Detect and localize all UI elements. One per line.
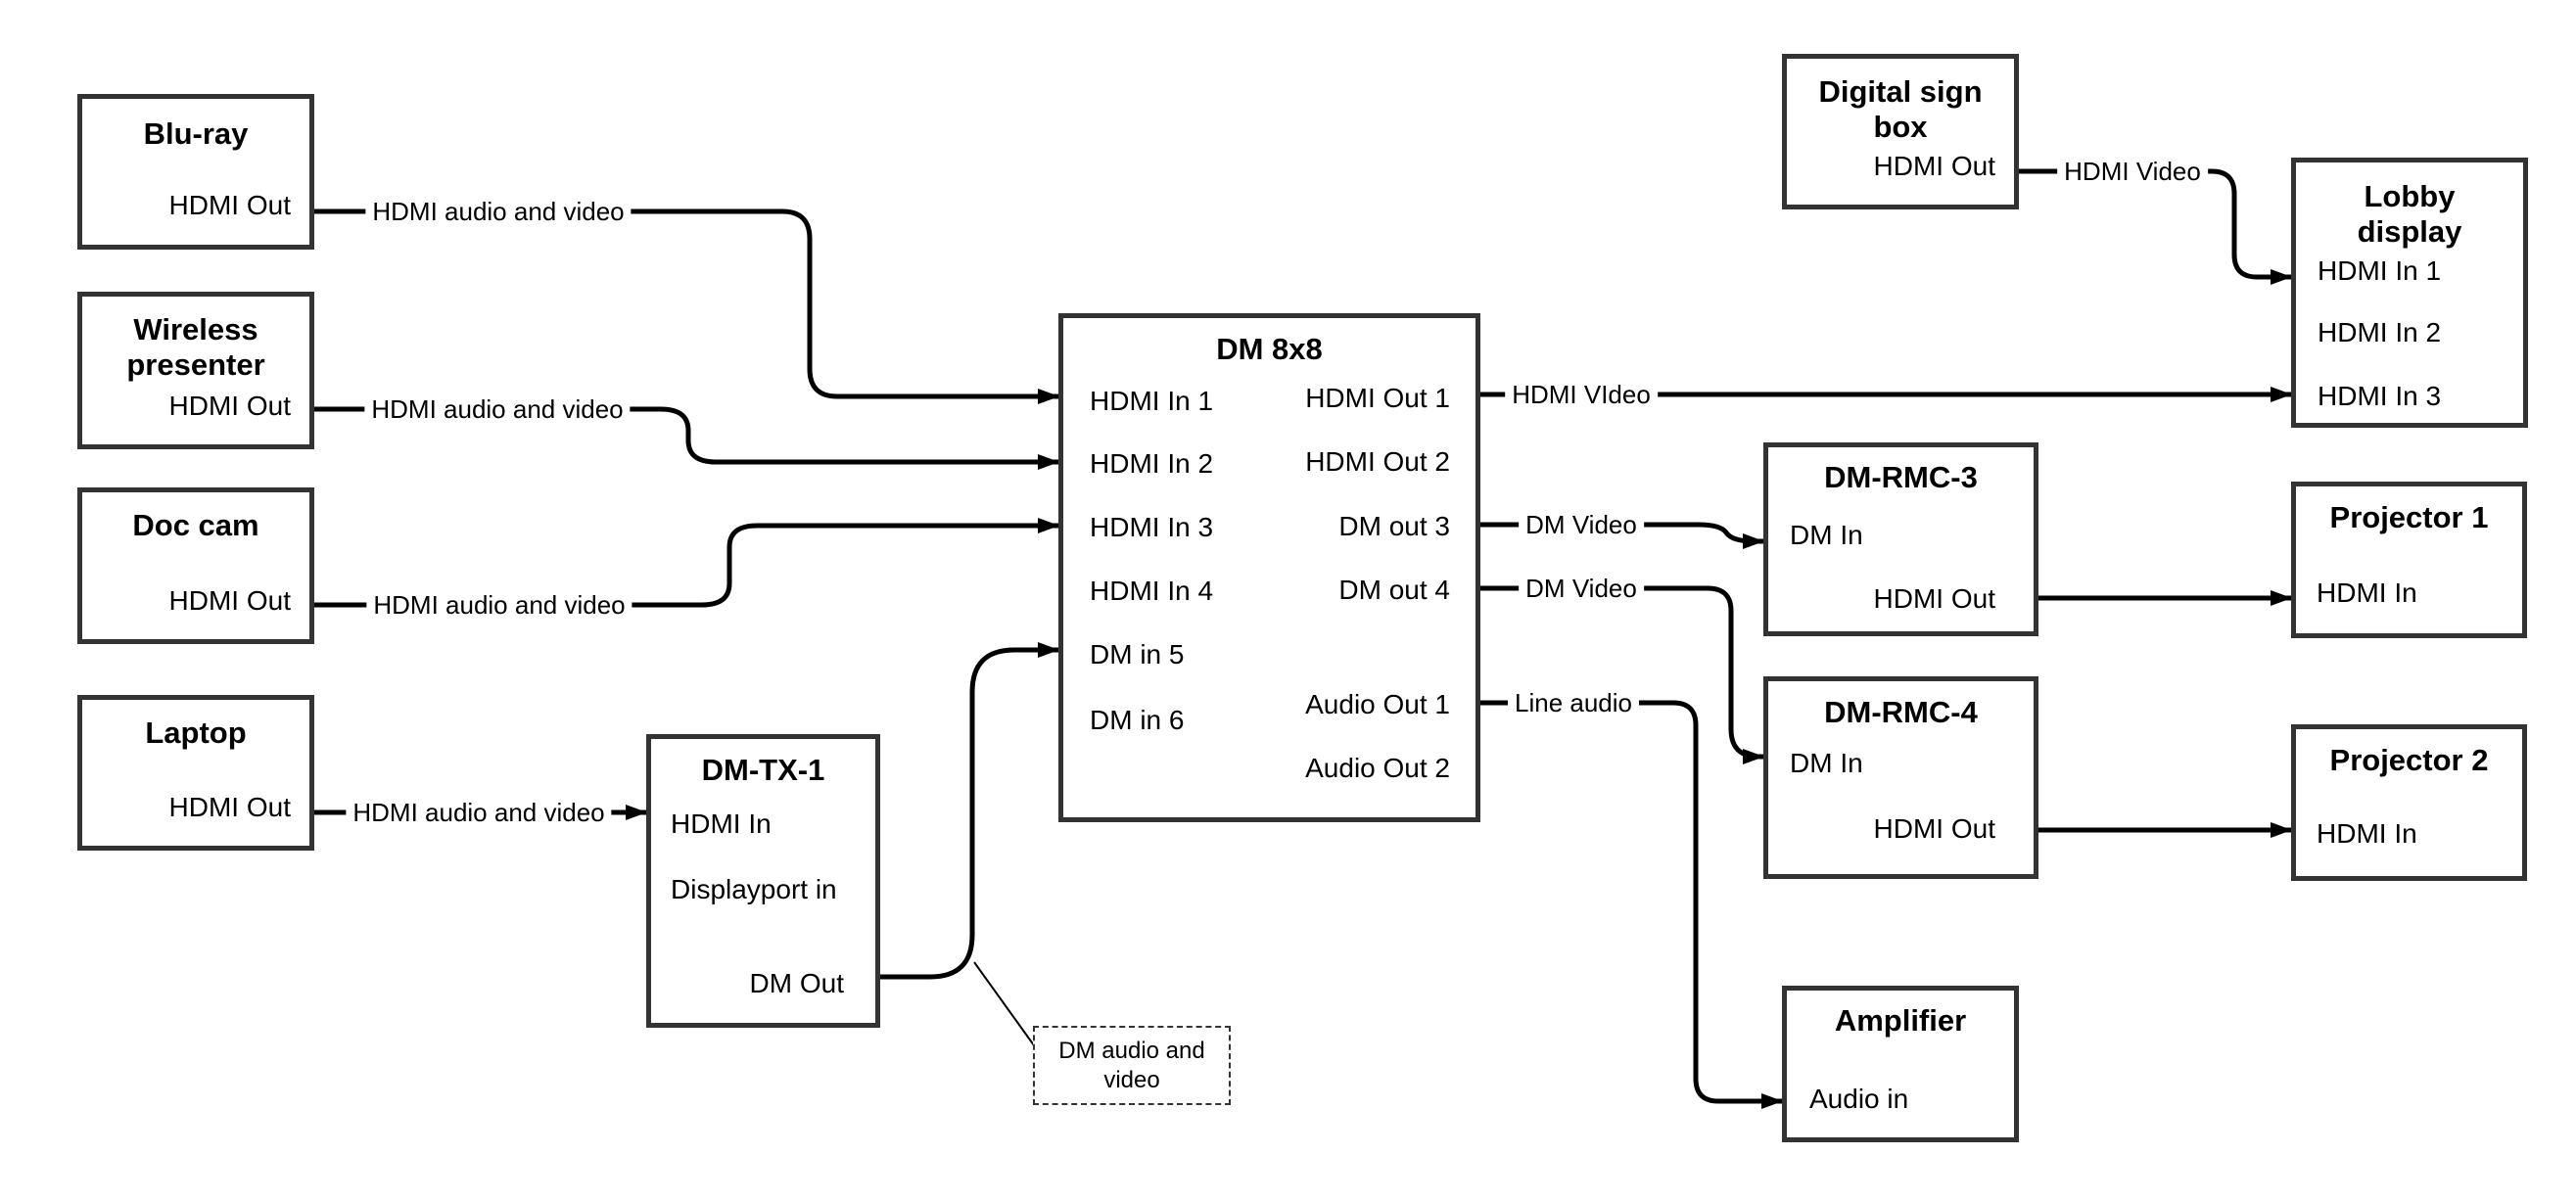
node-bluray-title: Blu-ray <box>143 116 249 151</box>
wire-label-laptop: HDMI audio and video <box>346 800 612 825</box>
port-lobby-hdmi-in-1: HDMI In 1 <box>2318 255 2442 286</box>
node-rmc4: DM-RMC-4 DM In HDMI Out <box>1763 676 2038 879</box>
port-lobby-hdmi-in-2: HDMI In 2 <box>2318 317 2442 347</box>
node-rmc3-title: DM-RMC-3 <box>1824 460 1978 494</box>
port-rmc3-hdmi-out: HDMI Out <box>1873 583 1995 614</box>
wire-wireless-to-dm8x8-hdmi-in-2 <box>314 406 1059 470</box>
port-dmtx1-dm-out: DM Out <box>749 968 844 998</box>
node-rmc3: DM-RMC-3 DM In HDMI Out <box>1763 442 2038 636</box>
port-dm8x8-audio-out-1: Audio Out 1 <box>1305 689 1450 719</box>
note-leader-line <box>973 961 1035 1046</box>
wire-signbox-to-lobby-hdmi-in-1 <box>2019 168 2292 285</box>
port-dm8x8-dm-in-5: DM in 5 <box>1090 639 1185 670</box>
node-laptop-title: Laptop <box>145 716 247 750</box>
node-dmtx1-title: DM-TX-1 <box>701 753 825 787</box>
port-rmc3-dm-in: DM In <box>1790 520 1863 550</box>
node-proj1: Projector 1 HDMI In <box>2291 482 2527 638</box>
node-wireless-title: Wireless presenter <box>126 312 265 382</box>
port-dm8x8-hdmi-out-2: HDMI Out 2 <box>1305 446 1450 477</box>
port-dm8x8-hdmi-out-1: HDMI Out 1 <box>1305 383 1450 413</box>
node-doccam-title: Doc cam <box>132 508 259 542</box>
node-dm8x8: DM 8x8 HDMI In 1 HDMI In 2 HDMI In 3 HDM… <box>1058 313 1480 822</box>
wire-doccam-to-dm8x8-hdmi-in-3 <box>314 518 1059 608</box>
wire-dm8x8-dm-out-4-to-rmc4-dm-in <box>1480 585 1764 764</box>
node-proj2: Projector 2 HDMI In <box>2291 724 2527 881</box>
wire-label-dm-video-3: DM Video <box>1519 512 1644 537</box>
port-bluray-hdmi-out: HDMI Out <box>168 190 291 220</box>
port-amp-audio-in: Audio in <box>1809 1084 1909 1114</box>
port-dm8x8-hdmi-in-3: HDMI In 3 <box>1090 512 1214 542</box>
node-wireless-presenter: Wireless presenter HDMI Out <box>77 292 314 449</box>
node-proj2-title: Projector 2 <box>2329 743 2489 777</box>
port-dmtx1-hdmi-in: HDMI In <box>671 808 772 839</box>
wire-label-line-audio: Line audio <box>1508 690 1639 716</box>
node-dm8x8-title: DM 8x8 <box>1216 332 1323 366</box>
port-dmtx1-displayport-in: Displayport in <box>671 874 837 904</box>
wire-dm8x8-audio-out-1-to-amp-audio-in <box>1480 700 1783 1109</box>
node-amplifier: Amplifier Audio in <box>1782 986 2019 1142</box>
node-amp-title: Amplifier <box>1834 1003 1967 1038</box>
port-rmc4-dm-in: DM In <box>1790 748 1863 778</box>
node-signbox-title: Digital sign box <box>1818 74 1983 144</box>
port-dm8x8-dm-out-4: DM out 4 <box>1338 575 1450 605</box>
node-lobby-display: Lobby display HDMI In 1 HDMI In 2 HDMI I… <box>2291 158 2528 428</box>
node-lobby-title: Lobby display <box>2357 179 2462 249</box>
port-dm8x8-dm-out-3: DM out 3 <box>1338 511 1450 541</box>
wire-dmtx1-to-dm8x8-dm-in-5 <box>880 642 1059 980</box>
wire-label-hdmi-video-typo: HDMI VIdeo <box>1505 382 1658 407</box>
node-doccam: Doc cam HDMI Out <box>77 487 314 644</box>
node-proj1-title: Projector 1 <box>2329 500 2489 534</box>
port-proj2-hdmi-in: HDMI In <box>2317 818 2417 849</box>
wire-dm8x8-dm-out-3-to-rmc3-dm-in <box>1480 522 1764 549</box>
note-text: DM audio and video <box>1058 1037 1205 1093</box>
wire-label-bluray: HDMI audio and video <box>365 199 632 224</box>
wire-bluray-to-dm8x8-hdmi-in-1 <box>314 208 1059 404</box>
port-dm8x8-hdmi-in-4: HDMI In 4 <box>1090 576 1214 606</box>
note-dm-audio-video: DM audio and video <box>1033 1026 1231 1105</box>
port-dm8x8-dm-in-6: DM in 6 <box>1090 705 1185 735</box>
port-lobby-hdmi-in-3: HDMI In 3 <box>2318 381 2442 411</box>
port-proj1-hdmi-in: HDMI In <box>2317 577 2417 608</box>
port-dm8x8-audio-out-2: Audio Out 2 <box>1305 753 1450 783</box>
port-dm8x8-hdmi-in-2: HDMI In 2 <box>1090 448 1214 479</box>
node-laptop: Laptop HDMI Out <box>77 695 314 851</box>
wire-label-doccam: HDMI audio and video <box>366 592 632 618</box>
wire-label-dm-video-4: DM Video <box>1519 576 1644 601</box>
port-laptop-hdmi-out: HDMI Out <box>168 792 291 822</box>
node-bluray: Blu-ray HDMI Out <box>77 94 314 250</box>
wire-label-hdmi-video: HDMI Video <box>2057 159 2208 184</box>
node-rmc4-title: DM-RMC-4 <box>1824 695 1978 729</box>
node-signbox: Digital sign box HDMI Out <box>1782 54 2019 209</box>
port-doccam-hdmi-out: HDMI Out <box>168 585 291 616</box>
wire-label-wireless: HDMI audio and video <box>364 396 631 422</box>
port-dm8x8-hdmi-in-1: HDMI In 1 <box>1090 386 1214 416</box>
port-rmc4-hdmi-out: HDMI Out <box>1873 813 1995 844</box>
port-wireless-hdmi-out: HDMI Out <box>168 391 291 421</box>
port-signbox-hdmi-out: HDMI Out <box>1873 151 1995 181</box>
node-dmtx1: DM-TX-1 HDMI In Displayport in DM Out <box>646 734 880 1028</box>
